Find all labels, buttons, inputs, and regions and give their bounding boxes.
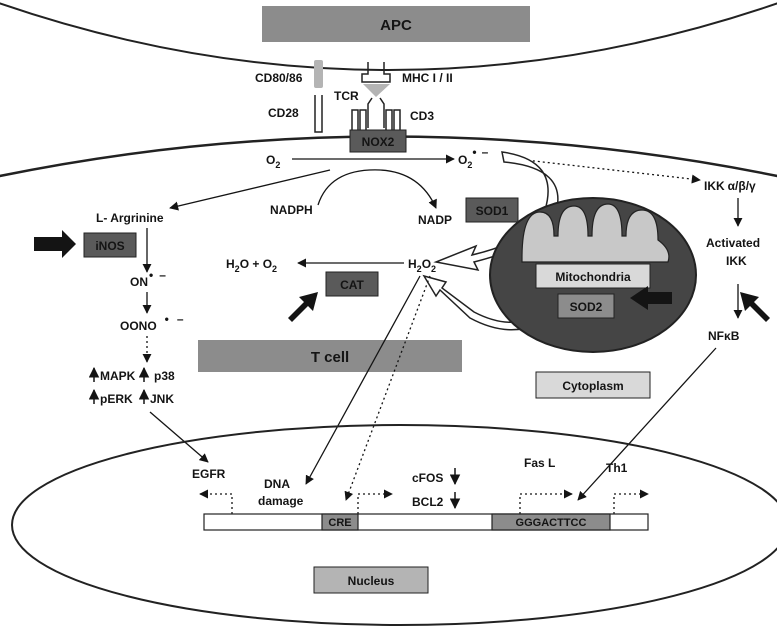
apc-label-box — [262, 6, 530, 42]
egfr-label: EGFR — [192, 467, 226, 481]
inos-box — [83, 232, 137, 258]
tcr-receptor — [367, 97, 385, 128]
nox2-box — [349, 129, 407, 153]
cytoplasm-label-box — [535, 371, 651, 399]
peptide-wedge — [363, 84, 390, 97]
cd28-receptor — [314, 95, 323, 133]
cd80-stalk — [314, 60, 323, 88]
cd3-label: CD3 — [410, 109, 434, 123]
sod1-label: SOD1 — [476, 204, 509, 218]
cat-box — [325, 271, 379, 297]
h2o2-label: H2O2 — [408, 257, 436, 274]
ikk-pointer-arrow — [740, 292, 770, 322]
bcl2-label: BCL2 — [412, 495, 444, 509]
transcription-arrows — [199, 489, 649, 514]
h2o2-to-dna-damage-arrow — [305, 275, 421, 485]
cd28-label: CD28 — [268, 106, 299, 120]
cfos-label: cFOS — [412, 471, 443, 485]
mapk-to-egfr-arrow — [149, 411, 209, 463]
nfkb-label: NFκB — [708, 329, 740, 343]
sod1-box — [465, 197, 519, 223]
cre-box — [321, 513, 359, 531]
apc-membrane — [0, 2, 777, 71]
nadp-label: NADP — [418, 213, 452, 227]
tcell-label-box — [198, 340, 462, 372]
sod2-pointer-arrow — [630, 286, 672, 310]
apc-label: APC — [380, 17, 412, 34]
mhc-label: MHC I / II — [402, 71, 453, 85]
o2-label: O2 — [266, 153, 280, 170]
sod2-label: SOD2 — [570, 300, 603, 314]
kb-site-label: GGGACTTCC — [516, 517, 587, 529]
fasl-label: Fas L — [524, 456, 555, 470]
superoxide-label: O2•– — [458, 145, 489, 170]
cat-label: CAT — [340, 278, 364, 292]
tcr-label: TCR — [334, 89, 359, 103]
kb-site-box — [491, 513, 611, 531]
inos-label: iNOS — [95, 239, 124, 253]
nucleus-label: Nucleus — [348, 574, 395, 588]
cre-label: CRE — [328, 517, 351, 529]
activated-ikk-label: IKK — [726, 254, 747, 268]
nucleus-label-box — [313, 566, 429, 594]
p38-label: p38 — [154, 369, 175, 383]
perk-label: pERK — [100, 392, 133, 406]
nadph-label: NADPH — [270, 203, 313, 217]
th1-label: Th1 — [606, 461, 628, 475]
nox2-label: NOX2 — [362, 135, 395, 149]
inos-pointer-arrow — [34, 230, 76, 258]
activated-label: Activated — [706, 236, 760, 250]
oono-label: OONO•– — [120, 312, 184, 333]
no-label: ON•– — [130, 268, 166, 289]
dna-damage-label-1: DNA — [264, 477, 290, 491]
cytoplasm-label: Cytoplasm — [562, 379, 623, 393]
cd80-label: CD80/86 — [255, 71, 303, 85]
mitochondria-label-box — [535, 263, 651, 289]
arginine-label: L- Argrinine — [96, 211, 164, 225]
nadph-nadp-arrow — [317, 169, 437, 209]
superoxide-to-ikk-arrow — [507, 157, 701, 184]
tcell-label: T cell — [311, 349, 349, 366]
nfkb-to-promoter-arrow — [577, 347, 717, 501]
cd3-complex — [351, 109, 401, 130]
mitochondria-cristae — [521, 203, 670, 263]
mhc-molecule — [361, 62, 391, 83]
mitochondria-label: Mitochondria — [555, 270, 631, 284]
jnk-label: JNK — [150, 392, 174, 406]
sod2-box — [557, 293, 615, 319]
cat-pointer-arrow — [288, 292, 318, 322]
mapk-label: MAPK — [100, 369, 136, 383]
to-arginine-arrow — [169, 169, 331, 211]
dna-damage-label-2: damage — [258, 494, 304, 508]
nucleus-membrane — [11, 424, 777, 626]
water-oxygen-label: H2O + O2 — [226, 257, 277, 274]
